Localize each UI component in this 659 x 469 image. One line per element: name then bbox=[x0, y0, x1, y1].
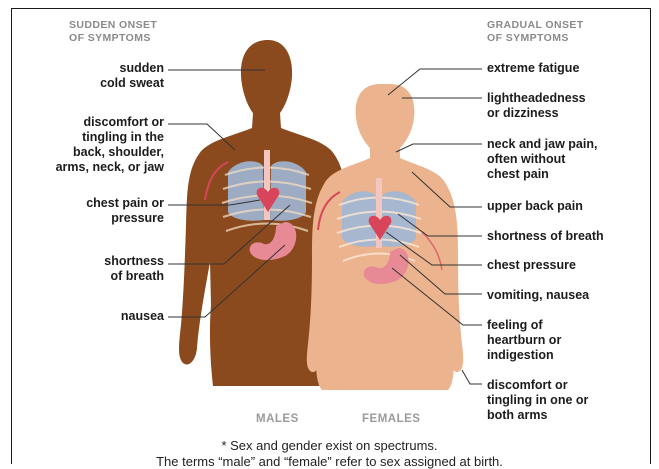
symptom-label: chest pain or pressure bbox=[40, 196, 164, 226]
symptom-label: extreme fatigue bbox=[487, 61, 579, 76]
females-caption: FEMALES bbox=[362, 413, 420, 425]
symptom-label: neck and jaw pain, often without chest p… bbox=[487, 137, 597, 182]
footnote-line-2: The terms “male” and “female” refer to s… bbox=[0, 454, 659, 469]
symptom-label: shortness of breath bbox=[40, 254, 164, 284]
symptom-label: nausea bbox=[40, 309, 164, 324]
sudden-onset-header: SUDDEN ONSET OF SYMPTOMS bbox=[69, 19, 157, 45]
symptom-label: vomiting, nausea bbox=[487, 288, 589, 303]
symptom-label: sudden cold sweat bbox=[40, 61, 164, 91]
symptom-label: lightheadedness or dizziness bbox=[487, 91, 586, 121]
symptom-label: chest pressure bbox=[487, 258, 576, 273]
symptom-label: feeling of heartburn or indigestion bbox=[487, 318, 561, 363]
footnote-line-1: * Sex and gender exist on spectrums. bbox=[0, 438, 659, 453]
symptom-label: discomfort or tingling in one or both ar… bbox=[487, 378, 588, 423]
males-caption: MALES bbox=[256, 413, 299, 425]
symptom-label: upper back pain bbox=[487, 199, 583, 214]
gradual-onset-header: GRADUAL ONSET OF SYMPTOMS bbox=[487, 19, 584, 45]
symptom-label: discomfort or tingling in the back, shou… bbox=[40, 115, 164, 175]
symptom-label: shortness of breath bbox=[487, 229, 604, 244]
